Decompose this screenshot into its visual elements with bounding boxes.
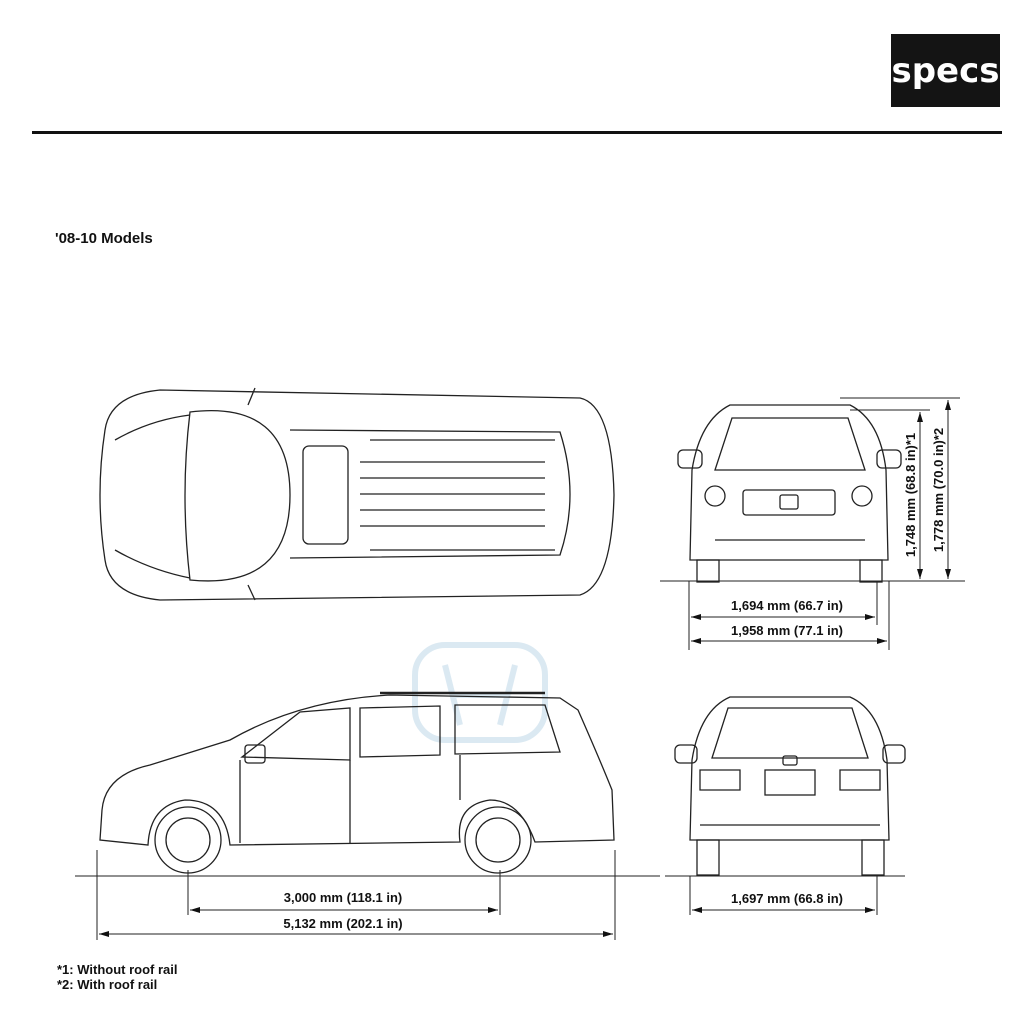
side-view-van: [99, 691, 615, 874]
footnote-1: *1: Without roof rail: [57, 962, 178, 977]
rear-view-van: [674, 696, 906, 876]
section-title: '08-10 Models: [55, 230, 153, 247]
height-with-rail-label: 1,778 mm (70.0 in)*2: [931, 428, 946, 552]
rear-track-label: 1,697 mm (66.8 in): [731, 891, 843, 906]
header-rule: [32, 131, 1002, 134]
specs-badge: specs: [891, 34, 1000, 107]
overall-length-label: 5,132 mm (202.1 in): [283, 916, 402, 931]
height-without-rail-label: 1,748 mm (68.8 in)*1: [903, 433, 918, 557]
top-view-van: [99, 387, 615, 601]
wheelbase-label: 3,000 mm (118.1 in): [284, 890, 403, 905]
front-track-label: 1,694 mm (66.7 in): [731, 598, 843, 613]
footnotes: *1: Without roof rail *2: With roof rail: [57, 962, 178, 992]
overall-width-label: 1,958 mm (77.1 in): [731, 623, 843, 638]
footnote-2: *2: With roof rail: [57, 977, 158, 992]
front-view-van: [677, 404, 902, 583]
